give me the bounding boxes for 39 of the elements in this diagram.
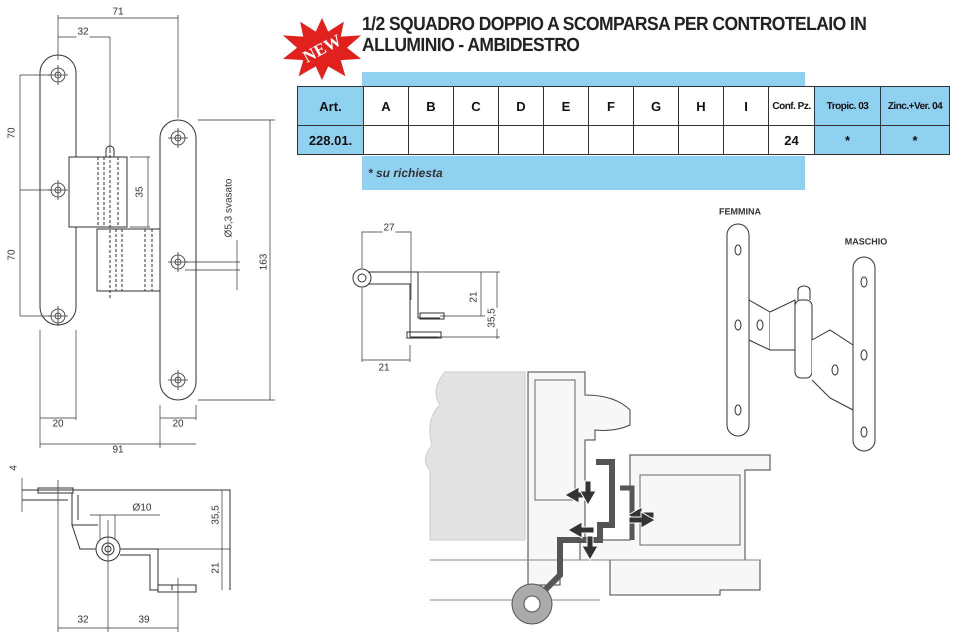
dimension-label: 21 — [377, 362, 391, 374]
part-name: MASCHIO — [844, 236, 888, 248]
dimension-label: 21 — [210, 561, 222, 575]
dimension-label: 32 — [76, 26, 90, 38]
header-cell: G — [634, 86, 678, 126]
dimension-label: 35 — [134, 185, 146, 199]
footnote: * su richiesta — [368, 166, 443, 180]
dimension-label: 70 — [6, 248, 18, 262]
header-cell: Art. — [298, 86, 364, 126]
header-cell: I — [724, 86, 768, 126]
header-cell: D — [498, 86, 544, 126]
header-cell: F — [588, 86, 634, 126]
header-cell: Tropic. 03 — [814, 86, 880, 126]
table-cell: * — [880, 126, 950, 154]
dimension-label: 32 — [76, 614, 90, 626]
header-cell: A — [364, 86, 408, 126]
header-cell: B — [408, 86, 454, 126]
dimension-label: 163 — [258, 252, 270, 272]
dimension-label: 35,5 — [210, 504, 222, 526]
dimension-label: 4 — [8, 464, 20, 472]
dimension-label: 91 — [111, 444, 125, 456]
dimension-label: 39 — [137, 614, 151, 626]
header-cell: Zinc.+Ver. 04 — [880, 86, 950, 126]
dimension-label: 21 — [468, 290, 480, 304]
dimension-label: 27 — [382, 222, 396, 234]
dimension-label: Ø5,3 svasato — [224, 178, 234, 238]
part-name: FEMMINA — [718, 206, 762, 218]
header-cell: E — [544, 86, 588, 126]
dimension-label: Ø10 — [132, 502, 152, 514]
dimension-label: 20 — [171, 418, 185, 430]
title-heading: 1/2 SQUADRO DOPPIO A SCOMPARSA PER CONTROTELAIO IN ALLUMINIO - AMBIDESTRO — [362, 14, 868, 56]
table-cell: * — [814, 126, 880, 154]
dimension-label: 20 — [51, 418, 65, 430]
header-cell: H — [678, 86, 724, 126]
header-cell: C — [454, 86, 498, 126]
dimension-label: 70 — [6, 126, 18, 140]
dimension-label: 71 — [111, 6, 125, 18]
table-cell: 228.01. — [298, 126, 364, 154]
dimension-label: 35,5 — [486, 307, 498, 329]
